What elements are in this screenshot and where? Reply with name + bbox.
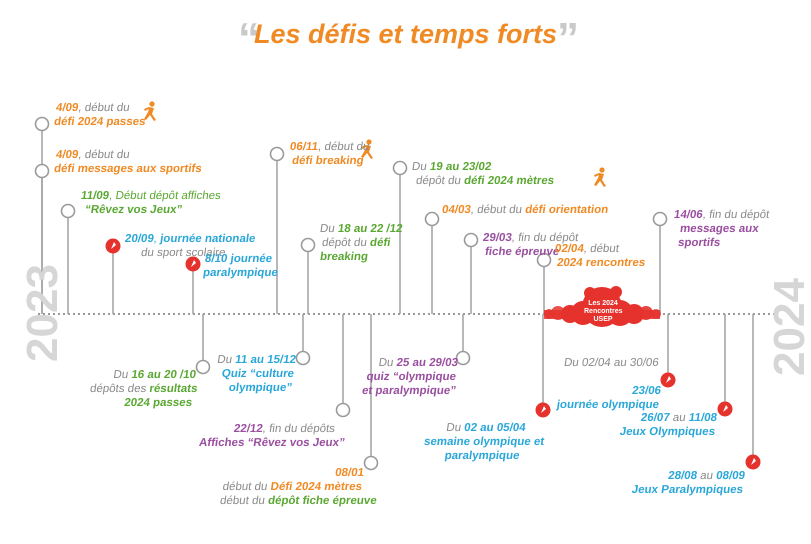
- event-06-11-breaking: 06/11, début du défi breaking: [289, 141, 371, 167]
- open-quote-icon: “: [237, 14, 260, 63]
- event-22-12-affiches: 22/12, fin du dépôts Affiches “Rêvez vos…: [198, 423, 346, 449]
- lower-stems: [202, 314, 754, 463]
- event-23-06-journee: 23/06 journée olympique: [555, 385, 662, 411]
- event-04-03-orientation: 04/03, début du défi orientation: [441, 204, 610, 216]
- event-02-04-rencontres: 02/04, début 2024 rencontres: [554, 243, 647, 269]
- event-18-22-12-breaking: Du 18 au 22 /12 dépôt du défi breaking: [319, 223, 404, 263]
- close-quote-icon: ”: [557, 14, 579, 63]
- event-02-05-04-semaine: Du 02 au 05/04 semaine olympique et para…: [423, 422, 545, 462]
- event-4-09-messages: 4/09, début du défi messages aux sportif…: [53, 149, 203, 175]
- event-08-01-metres: 08/01 début du Défi 2024 mètres début du…: [219, 467, 378, 507]
- event-jeux-olympiques: 26/07 au 11/08 Jeux Olympiques: [618, 412, 718, 438]
- event-4-09-passes: 4/09, début du défi 2024 passes: [53, 102, 147, 128]
- title-text: Les défis et temps forts: [253, 19, 558, 49]
- year-end: 2024: [764, 278, 811, 376]
- hollow-nodes: [34, 116, 668, 471]
- runner-icons: [144, 101, 606, 187]
- event-25-29-03-quiz: Du 25 au 29/03 quiz “olympique et paraly…: [361, 357, 459, 397]
- event-11-15-12-quiz: Du 11 au 15/12 Quiz “culture olympique”: [216, 354, 297, 394]
- upper-stems: [41, 128, 661, 314]
- event-jeux-paralympiques: 28/08 au 08/09 Jeux Paralympiques: [630, 470, 746, 496]
- event-19-23-02-metres: Du 19 au 23/02 dépôt du défi 2024 mètres: [411, 161, 555, 187]
- year-start: 2023: [17, 264, 67, 362]
- event-14-06-messages: 14/06, fin du dépôt messages aux sportif…: [673, 209, 771, 249]
- event-8-10-paralympique: 8/10 journée paralympique: [202, 253, 279, 279]
- page-title: “Les défis et temps forts”: [0, 14, 811, 64]
- rencontres-blob: [544, 286, 661, 327]
- torch-nodes: [105, 238, 761, 470]
- event-16-20-10-resultats: Du 16 au 20 /10 dépôts des résultats 202…: [89, 369, 199, 409]
- event-02-04-30-06: Du 02/04 au 30/06: [563, 357, 660, 369]
- event-11-09-affiches: 11/09, Début dépôt affiches “Rêvez vos J…: [80, 190, 222, 216]
- rencontres-label: Les 2024 Rencontres USEP: [584, 300, 623, 323]
